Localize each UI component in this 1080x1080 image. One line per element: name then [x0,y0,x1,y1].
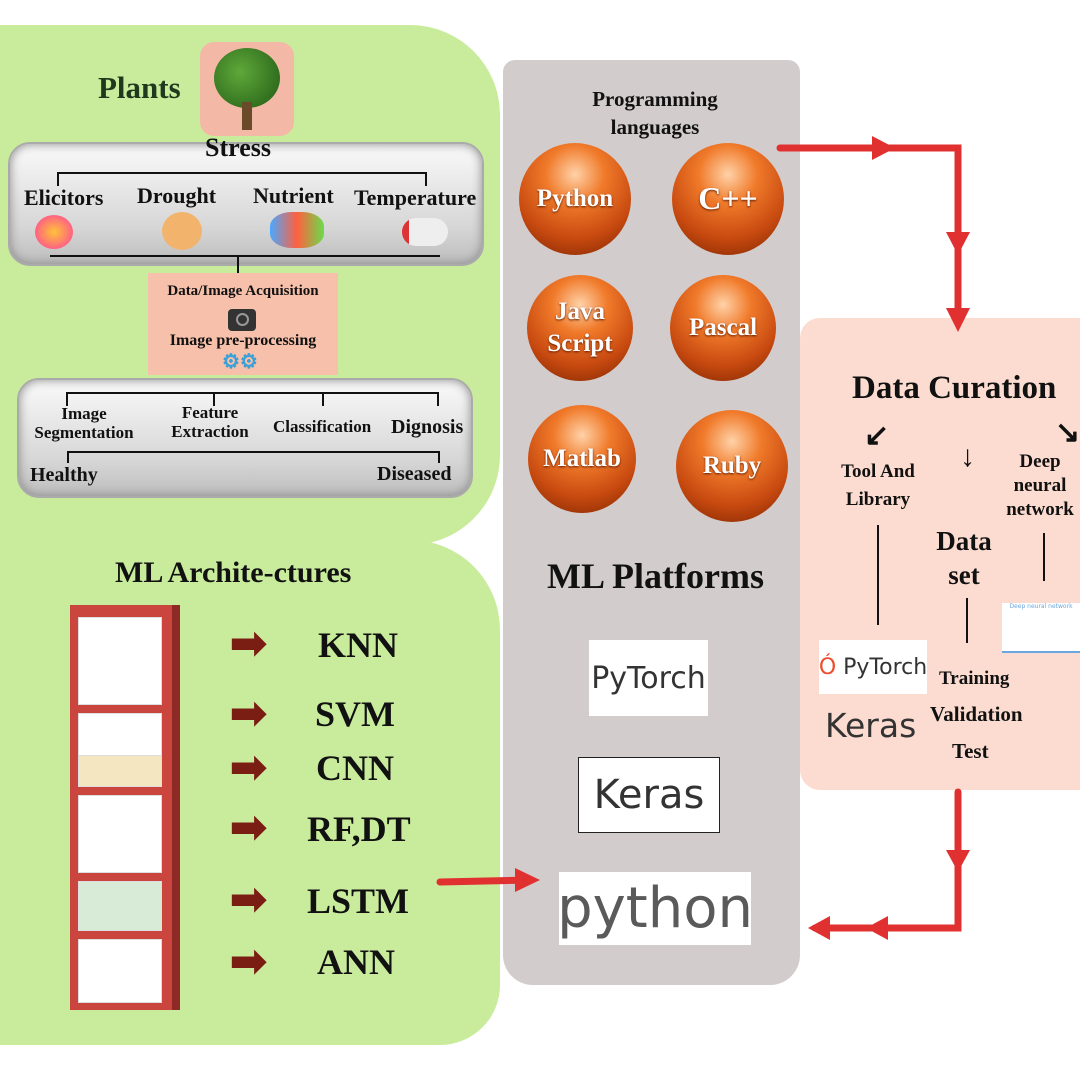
arrowhead-icon [808,916,830,940]
analysis-step: Image Segmentation [34,404,134,442]
branch-label: Data set [936,526,992,590]
analysis-bracket-tick [213,392,215,406]
arrow-right-icon: ➡ [230,803,267,852]
arrow-right-icon: ➡ [230,689,267,738]
data-curation-panel [800,318,1080,790]
branch-label: Deep neural network [1006,451,1074,520]
gears-icon: ⚙⚙ [222,351,258,373]
stress-box [8,142,484,266]
connector-line [237,256,239,284]
stress-label: Stress [205,133,271,162]
stress-type: Elicitors [24,185,104,210]
arrowhead-icon [872,136,895,160]
arrowhead-icon [946,308,970,332]
arrowhead-icon [515,868,540,892]
data-curation-title: Data Curation [852,370,1057,406]
stress-bracket [57,172,427,186]
language-python: Python [519,143,631,255]
curved-arrow-icon: ↙ [864,419,890,452]
split-label: Test [952,739,989,763]
pytorch-label: PyTorch [843,654,928,680]
cnn-thumbnail [78,755,162,787]
curved-arrow-icon: ↘ [1055,416,1080,449]
pytorch-logo: Ó PyTorch [819,640,927,694]
outcome: Diseased [377,463,452,485]
dnn-thumbnail: Deep neural network [1002,603,1080,653]
rf-dt-thumbnail [78,795,162,873]
language-cpp: C++ [672,143,784,255]
acquisition-label: Data/Image Acquisition [167,283,319,299]
keras-label: Keras [825,706,917,745]
down-arrow-icon [1043,533,1045,581]
branch-label: Tool And Library [841,461,915,510]
language-matlab: Matlab [528,405,636,513]
stress-baseline [50,255,440,257]
split-label: Validation [930,702,1023,726]
model-label: CNN [316,748,394,788]
arrow-languages-to-curation [776,144,962,322]
arrowhead-icon [866,916,888,940]
arrow-right-icon: ➡ [230,875,267,924]
curved-arrow-icon: ↓ [960,440,975,473]
split-label: Training [939,668,1010,689]
analysis-bracket [66,392,439,406]
model-thumbnail-strip [70,605,180,1010]
arrowhead-icon [946,232,970,255]
arrow-curation-to-platforms [811,788,962,932]
nutrient-icon [270,212,324,248]
language-ruby: Ruby [676,410,788,522]
ml-platforms-title: ML Platforms [547,556,764,596]
down-arrow-icon [966,598,968,643]
stress-type: Temperature [354,185,477,210]
model-label: ANN [317,942,395,982]
camera-icon [228,309,256,331]
elicitors-icon [35,215,73,249]
analysis-step: Feature Extraction [171,403,249,441]
knn-thumbnail [78,617,162,705]
python-logo: python [557,872,753,945]
model-label: RF,DT [307,809,411,849]
analysis-box [17,378,473,498]
analysis-step: Classification [273,417,372,436]
ann-thumbnail [78,939,162,1003]
model-label: SVM [315,694,395,734]
preprocessing-label: Image pre-processing [169,332,317,349]
languages-title: Programming languages [592,87,718,140]
language-pascal: Pascal [670,275,776,381]
analysis-bracket-tick [322,392,324,406]
temperature-icon [402,218,448,246]
arrow-right-icon: ➡ [230,619,267,668]
drought-icon [162,212,202,250]
ml-architectures-title: ML Archite-ctures [115,556,352,589]
outcome-bracket [67,451,440,463]
keras-logo: Keras [578,757,720,833]
outcome: Healthy [30,464,98,486]
analysis-step: Dignosis [391,416,464,438]
plants-title: Plants [98,70,181,105]
arrow-right-icon: ➡ [230,937,267,986]
lstm-thumbnail [78,881,162,931]
dnn-caption: Deep neural network [1009,603,1073,610]
arrowhead-icon [946,850,970,872]
model-label: KNN [318,625,398,665]
stress-type: Nutrient [253,183,334,208]
model-label: LSTM [307,881,410,921]
arrow-right-icon: ➡ [230,743,267,792]
language-javascript: Java Script [527,275,633,381]
down-arrow-icon [877,525,879,625]
stress-type: Drought [137,183,217,208]
pytorch-logo: PyTorch [589,640,708,716]
tree-icon [200,42,294,136]
